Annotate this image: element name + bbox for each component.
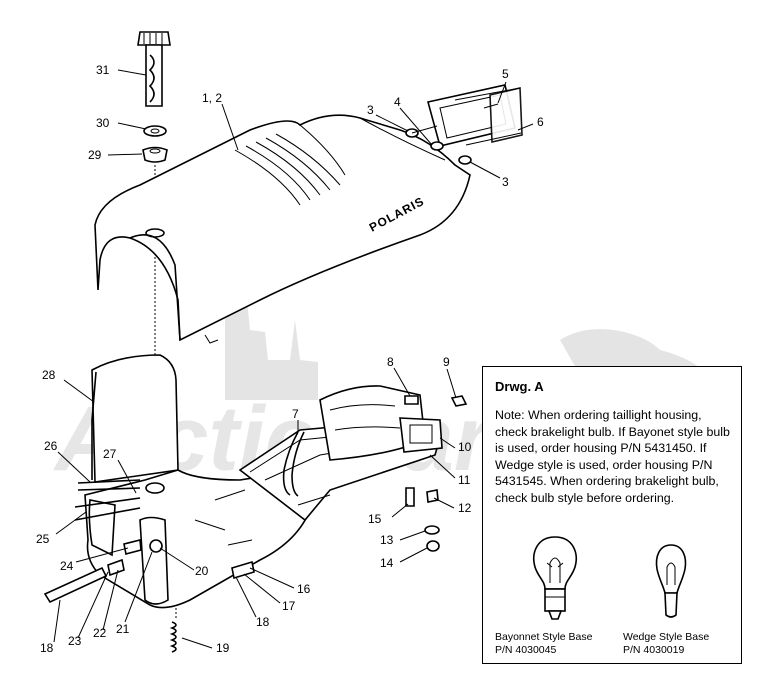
seat-cover: POLARIS xyxy=(94,114,471,344)
bayonet-label: Bayonnet Style Base xyxy=(495,631,593,643)
callout-4: 4 xyxy=(394,95,401,109)
gas-tank xyxy=(84,354,313,609)
callout-11: 11 xyxy=(458,473,471,487)
bracket-28 xyxy=(91,371,97,480)
fuel-lines xyxy=(43,479,255,604)
taillight-screws xyxy=(405,103,499,165)
wedge-label: Wedge Style Base xyxy=(623,631,710,643)
callout-26: 26 xyxy=(44,439,58,453)
callout-22: 22 xyxy=(93,626,107,640)
leader-lines xyxy=(53,69,534,649)
callout-21: 21 xyxy=(116,622,130,636)
callout-29: 29 xyxy=(88,148,102,162)
note-title: Drwg. A xyxy=(495,379,544,394)
grommet-30 xyxy=(143,125,167,137)
callout-15: 15 xyxy=(368,512,382,526)
callout-18b: 18 xyxy=(40,641,54,655)
bayonet-part-number: P/N 4030045 xyxy=(495,644,557,656)
callout-18a: 18 xyxy=(256,615,270,629)
screw-8 xyxy=(404,395,419,405)
wire-harness xyxy=(282,431,305,497)
callout-8: 8 xyxy=(387,355,394,369)
callout-24: 24 xyxy=(60,559,74,573)
callout-12: 12 xyxy=(458,501,472,515)
callout-7: 7 xyxy=(292,407,299,421)
callout-28: 28 xyxy=(42,368,56,382)
note-body: Note: When ordering taillight housing, c… xyxy=(495,408,730,505)
callout-9: 9 xyxy=(443,355,450,369)
bayonet-bulb-icon xyxy=(533,536,577,620)
clip-9 xyxy=(450,395,468,407)
callout-31: 31 xyxy=(96,63,110,77)
callout-3a: 3 xyxy=(367,103,374,117)
callout-13: 13 xyxy=(380,533,394,547)
callout-5: 5 xyxy=(502,67,509,81)
drawing-a-note-box: Drwg. A Note: When ordering taillight ho… xyxy=(482,366,742,664)
grommet-29 xyxy=(142,146,168,163)
drain-spring xyxy=(169,621,177,653)
callouts: 31 30 29 1, 2 3 4 5 6 3 7 8 9 10 11 12 1… xyxy=(36,63,544,655)
hardware-12-15 xyxy=(405,487,440,552)
callout-30: 30 xyxy=(96,116,110,130)
callout-10: 10 xyxy=(458,440,472,454)
taillight-housing xyxy=(427,84,523,147)
callout-3b: 3 xyxy=(502,175,509,189)
callout-19: 19 xyxy=(216,641,230,655)
callout-6: 6 xyxy=(537,115,544,129)
callout-14: 14 xyxy=(380,556,394,570)
callout-17: 17 xyxy=(282,599,296,613)
callout-20: 20 xyxy=(195,564,209,578)
callout-1-2: 1, 2 xyxy=(202,91,222,105)
chassis-tunnel xyxy=(238,385,443,522)
wedge-part-number: P/N 4030019 xyxy=(623,644,685,656)
gas-cap-gauge xyxy=(137,31,171,107)
wedge-bulb-icon xyxy=(655,544,687,618)
callout-16: 16 xyxy=(297,582,311,596)
callout-23: 23 xyxy=(68,634,82,648)
callout-27: 27 xyxy=(103,447,117,461)
callout-25: 25 xyxy=(36,532,50,546)
